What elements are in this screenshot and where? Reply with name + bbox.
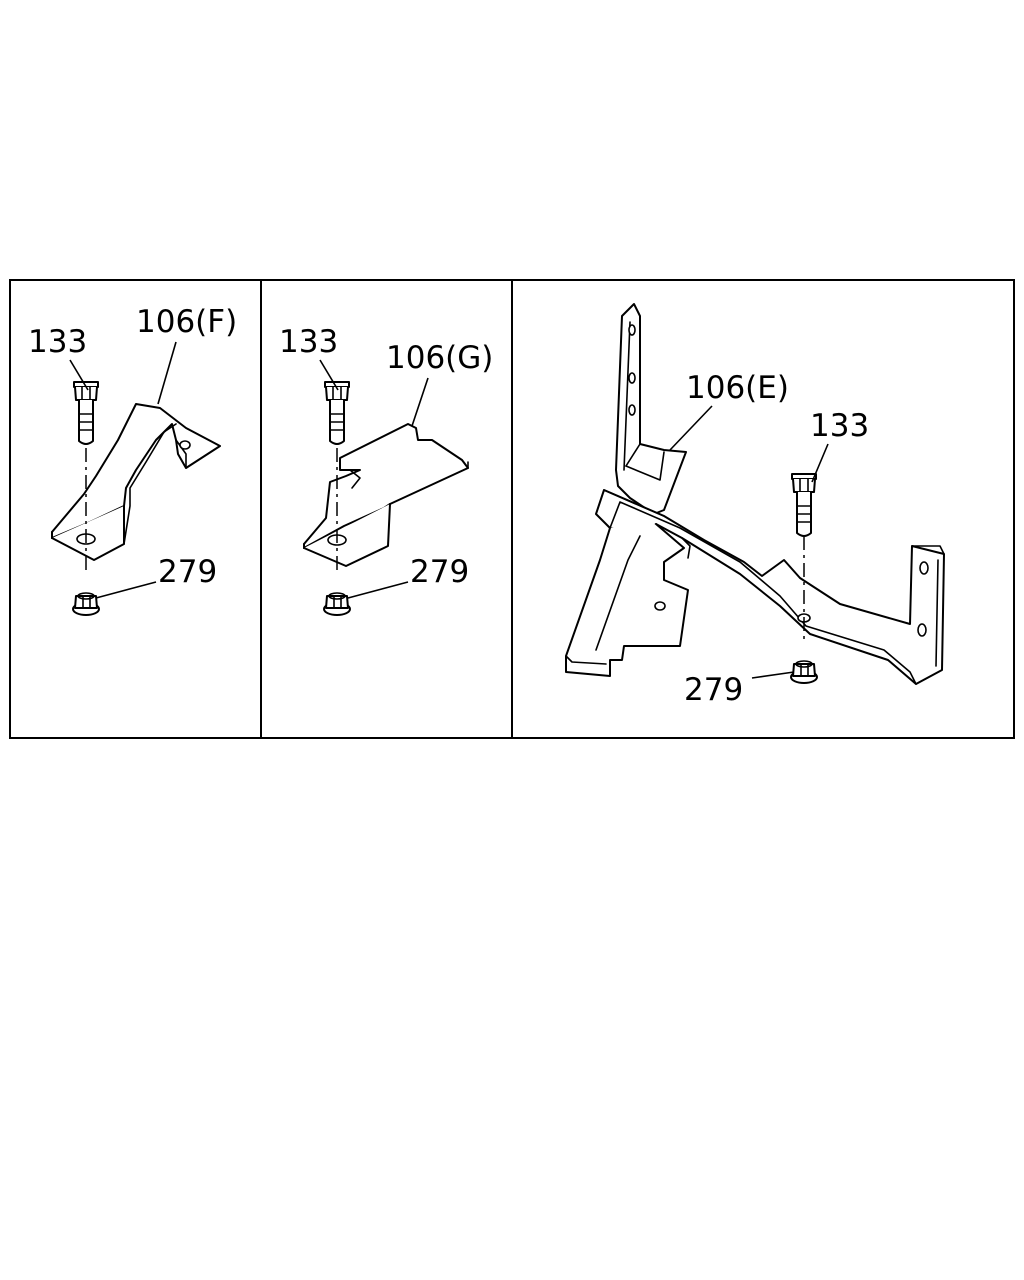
label-nut-279-right: 279 xyxy=(684,672,743,708)
label-bracket-106e: 106(E) xyxy=(686,370,789,406)
bolt-133-shape xyxy=(73,381,99,445)
label-bolt-133: 133 xyxy=(28,324,87,360)
bracket-106e-shape xyxy=(565,303,945,685)
panel-right: 106(E) 133 279 xyxy=(565,303,945,708)
label-nut-279: 279 xyxy=(158,554,217,590)
label-bracket-106f: 106(F) xyxy=(136,304,237,340)
bracket-106g-shape xyxy=(303,423,469,567)
nut-279-shape xyxy=(72,592,100,616)
nut-279-shape-right xyxy=(790,660,818,684)
bolt-133-shape-middle xyxy=(324,381,350,445)
bracket-106f-shape xyxy=(51,403,221,561)
label-nut-279-middle: 279 xyxy=(410,554,469,590)
label-bracket-106g: 106(G) xyxy=(386,340,493,376)
panel-middle: 133 106(G) 279 xyxy=(279,324,493,616)
label-bolt-133-right: 133 xyxy=(810,408,869,444)
nut-279-shape-middle xyxy=(323,592,351,616)
panel-left: 133 106(F) 279 xyxy=(28,304,237,616)
label-bolt-133-middle: 133 xyxy=(279,324,338,360)
bolt-133-shape-right xyxy=(791,473,817,537)
